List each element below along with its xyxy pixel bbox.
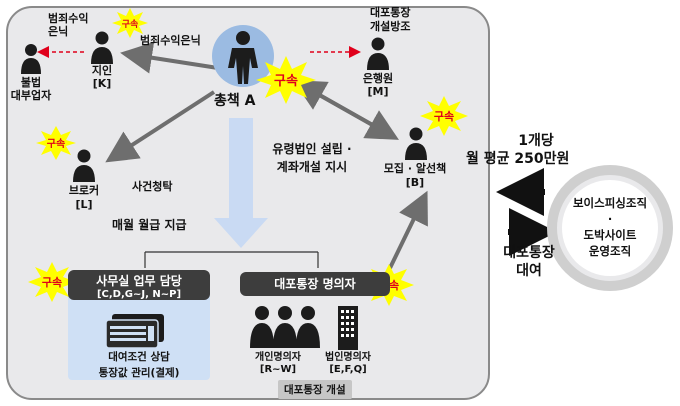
lender-label: 불법 대부업자: [10, 76, 52, 102]
boss-figure: [212, 25, 274, 87]
arrow-boss-to-acquaintance: [120, 41, 219, 74]
broker-label: 브로커 [L]: [68, 184, 100, 211]
office-duty-consult: 대여조건 상담: [108, 351, 170, 363]
office-title: 사무실 업무 담당: [96, 274, 182, 288]
external-org-line2: ·: [607, 212, 613, 226]
account-opening-tag: 대포통장 개설: [278, 380, 352, 399]
individual-holders-icon: [250, 306, 320, 348]
arrest-text: 구속: [42, 276, 62, 289]
external-org-inner: [562, 180, 658, 276]
broker-note-salary: 매월 월급 지급: [112, 218, 187, 232]
arrest-badge-boss: 구속: [256, 56, 316, 104]
rental-unit-label: 1개당: [518, 133, 554, 149]
holders-title: 대포통장 명의자: [274, 277, 356, 291]
holders-bar: 대포통장 명의자: [240, 272, 390, 296]
card-stack-icon: [106, 314, 164, 348]
arrest-badge-recruiter: 구속: [420, 96, 468, 136]
arrest-badge-acquaintance: 구속: [112, 8, 148, 38]
arrest-text: 구속: [274, 74, 298, 89]
rental-label: 대포통장 대여: [503, 245, 555, 279]
office-members: [C,D,G~J, N~P]: [96, 289, 182, 300]
arrow-recruiter-to-boss: [293, 80, 393, 138]
proceeds-hiding-label: 범죄수익은닉: [140, 34, 201, 47]
arrest-badge-office: 구속: [28, 262, 76, 302]
criminal-proceeds-note: 범죄수익 은닉: [48, 12, 89, 38]
corporate-holders-label: 법인명의자 [E,F,Q]: [325, 352, 371, 375]
recruiter-label: 모집 · 알선책 [B]: [383, 162, 447, 189]
external-org-line4: 운영조직: [588, 244, 632, 258]
arrow-holders-to-recruiter: [388, 190, 428, 269]
rental-price-label: 월 평균 250만원: [466, 151, 570, 167]
broker-note-request: 사건청탁: [132, 180, 173, 193]
acquaintance-person-icon: [91, 31, 113, 64]
arrow-boss-to-broker: [105, 90, 216, 163]
arrest-text: 구속: [434, 110, 454, 123]
individual-holders-label: 개인명의자 [R~W]: [255, 352, 301, 375]
teller-person-icon: [367, 37, 389, 70]
external-org-line1: 보이스피싱조직: [572, 196, 648, 210]
boss-label: 총책 A: [214, 93, 256, 109]
acquaintance-label: 지인 [K]: [91, 64, 113, 90]
office-bar: 사무실 업무 담당 [C,D,G~J, N~P]: [68, 270, 210, 300]
broker-person-icon: [73, 149, 95, 182]
external-org-line3: 도박사이트: [583, 228, 637, 242]
recruiter-person-icon: [405, 127, 427, 160]
office-duty-manage: 통장값 관리(결제): [98, 367, 180, 379]
teller-note: 대포통장 개설방조: [370, 6, 411, 33]
arrest-text: 구속: [122, 18, 139, 30]
down-arrow: [214, 118, 268, 248]
arrest-badge-broker: 구속: [36, 126, 76, 160]
teller-label: 은행원 [M]: [362, 72, 394, 98]
arrest-text: 구속: [47, 138, 65, 150]
instruction-label: 유령법인 설립 · 계좌개설 지시: [272, 142, 352, 174]
lender-person-icon: [21, 44, 41, 74]
building-icon: [338, 306, 358, 350]
